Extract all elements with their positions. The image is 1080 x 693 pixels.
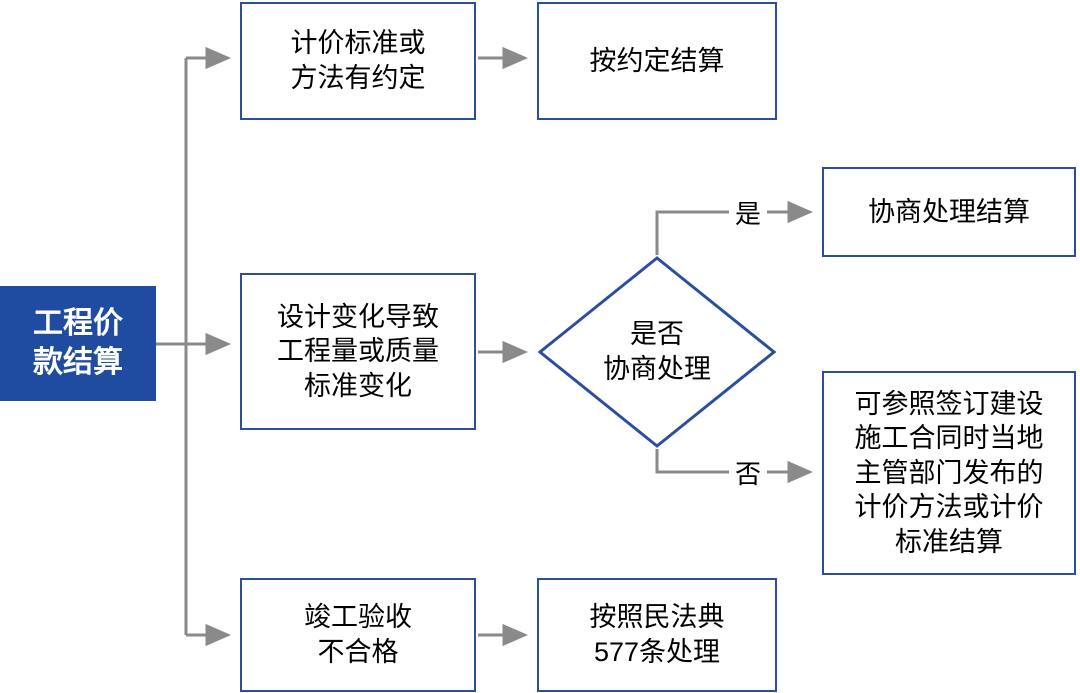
node-decision-label: 是否 协商处理	[603, 319, 711, 384]
node-design-change[interactable]: 设计变化导致 工程量或质量 标准变化	[240, 273, 476, 430]
edge-label-yes: 是	[729, 196, 767, 231]
diamond-shape-icon	[537, 256, 777, 448]
node-decision-negotiate[interactable]: 是否 协商处理	[537, 255, 777, 449]
node-negotiated-settlement[interactable]: 协商处理结算	[822, 167, 1076, 257]
node-acceptance-failed[interactable]: 竣工验收 不合格	[240, 578, 476, 692]
node-local-authority-pricing[interactable]: 可参照签订建设 施工合同时当地 主管部门发布的 计价方法或计价 标准结算	[822, 371, 1076, 575]
node-settle-by-agreement[interactable]: 按约定结算	[537, 2, 777, 120]
edge-label-no: 否	[729, 456, 767, 491]
node-pricing-standard-agreed[interactable]: 计价标准或 方法有约定	[240, 2, 476, 120]
node-start[interactable]: 工程价 款结算	[0, 286, 156, 401]
node-civil-code-577[interactable]: 按照民法典 577条处理	[537, 578, 777, 692]
